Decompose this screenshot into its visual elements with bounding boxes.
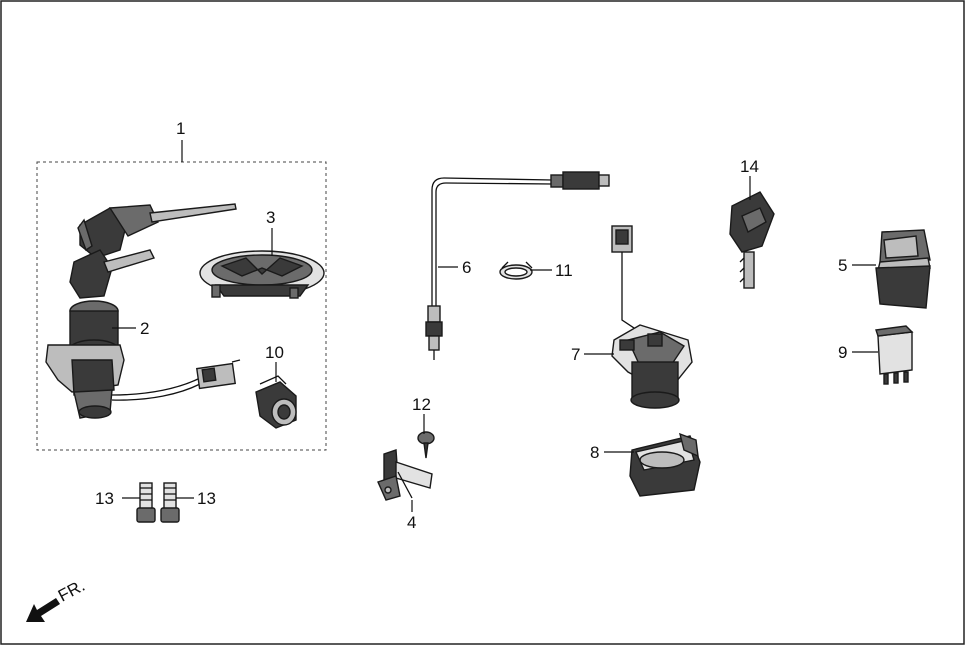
- callout-14: 14: [740, 157, 759, 176]
- bolt-left: [136, 482, 156, 523]
- callout-6: 6: [462, 258, 471, 277]
- callout-2: 2: [140, 319, 149, 338]
- callout-9: 9: [838, 343, 847, 362]
- front-direction-arrow: [26, 598, 60, 622]
- sensor-cable: [425, 171, 610, 360]
- callout-3: 3: [266, 208, 275, 227]
- callout-10: 10: [265, 343, 284, 362]
- ignition-switch: [45, 203, 241, 419]
- callout-1: 1: [176, 119, 185, 138]
- callout-8: 8: [590, 443, 599, 462]
- callout-11: 11: [555, 261, 573, 280]
- callout-13a: 13: [95, 489, 114, 508]
- fuel-tank-cap: [199, 250, 325, 299]
- screw: [417, 431, 435, 459]
- ignition-key: [729, 191, 775, 289]
- leader-lines: [112, 140, 878, 512]
- starter-relay: [611, 225, 693, 409]
- relay-rubber-holder: [629, 432, 701, 497]
- callout-7: 7: [571, 345, 580, 364]
- callout-4: 4: [407, 513, 416, 532]
- sensor-bracket: [377, 449, 433, 501]
- bolt-right: [160, 482, 180, 523]
- seat-lock-cylinder: [255, 375, 297, 429]
- front-direction-label: FR.: [55, 576, 88, 606]
- callout-5: 5: [838, 256, 847, 275]
- hose-clip: [499, 261, 533, 280]
- small-relay: [875, 325, 914, 385]
- flasher-relay-with-boot: [875, 229, 931, 309]
- callout-13b: 13: [197, 489, 216, 508]
- callout-12: 12: [412, 395, 431, 414]
